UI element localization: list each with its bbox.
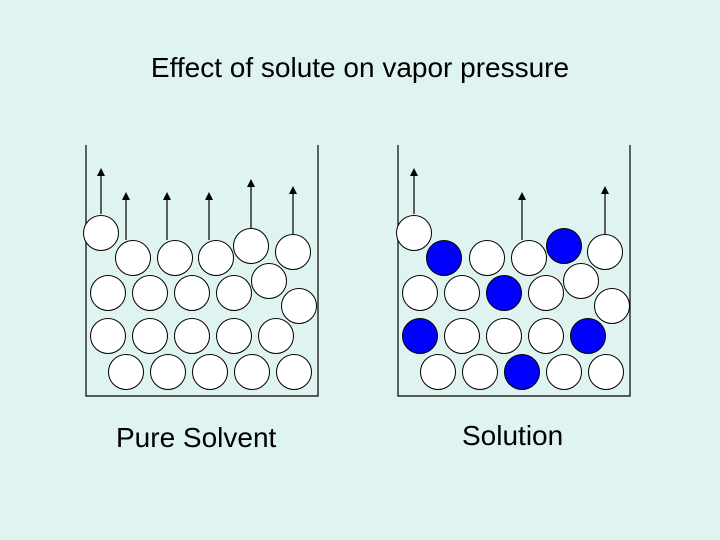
- solvent-particles: [83, 215, 317, 390]
- solute-particle: [570, 318, 606, 354]
- solvent-particle: [469, 240, 505, 276]
- diagram-title: Effect of solute on vapor pressure: [150, 52, 570, 83]
- solvent-particle: [198, 240, 234, 276]
- solute-particle: [546, 228, 582, 264]
- solvent-particle: [486, 318, 522, 354]
- solution-caption: Solution: [462, 420, 564, 451]
- solvent-particle: [157, 240, 193, 276]
- solution-particles: [396, 215, 630, 390]
- solvent-particle: [258, 318, 294, 354]
- pure-solvent-caption: Pure Solvent: [116, 422, 277, 453]
- solvent-particle: [83, 215, 119, 251]
- solvent-particle: [396, 215, 432, 251]
- solvent-particle: [594, 288, 630, 324]
- solvent-particle: [115, 240, 151, 276]
- solvent-particle: [563, 263, 599, 299]
- solvent-particle: [511, 240, 547, 276]
- solvent-particle: [174, 275, 210, 311]
- solute-particle: [402, 318, 438, 354]
- evaporation-arrows: [97, 168, 297, 240]
- solvent-particle: [444, 318, 480, 354]
- solute-particle: [426, 240, 462, 276]
- solution-container: [396, 145, 631, 397]
- solvent-particle: [462, 354, 498, 390]
- solute-particle: [486, 275, 522, 311]
- solvent-particle: [150, 354, 186, 390]
- solvent-particle: [174, 318, 210, 354]
- solvent-particle: [281, 288, 317, 324]
- solvent-particle: [402, 275, 438, 311]
- solvent-particle: [192, 354, 228, 390]
- solvent-particle: [233, 228, 269, 264]
- solvent-particle: [420, 354, 456, 390]
- solute-particle: [504, 354, 540, 390]
- solvent-particle: [528, 275, 564, 311]
- solvent-particle: [528, 318, 564, 354]
- evaporation-arrows: [410, 168, 609, 240]
- solvent-particle: [132, 275, 168, 311]
- solvent-particle: [108, 354, 144, 390]
- container-walls: [397, 145, 631, 397]
- solvent-particle: [251, 263, 287, 299]
- solvent-particle: [234, 354, 270, 390]
- solvent-particle: [444, 275, 480, 311]
- pure-solvent-container: [83, 145, 319, 397]
- solvent-particle: [276, 354, 312, 390]
- solvent-particle: [90, 318, 126, 354]
- solvent-particle: [216, 275, 252, 311]
- solvent-particle: [588, 354, 624, 390]
- solvent-particle: [132, 318, 168, 354]
- solvent-particle: [275, 234, 311, 270]
- solvent-particle: [546, 354, 582, 390]
- container-walls: [85, 145, 319, 397]
- solvent-particle: [587, 234, 623, 270]
- solvent-particle: [90, 275, 126, 311]
- solvent-particle: [216, 318, 252, 354]
